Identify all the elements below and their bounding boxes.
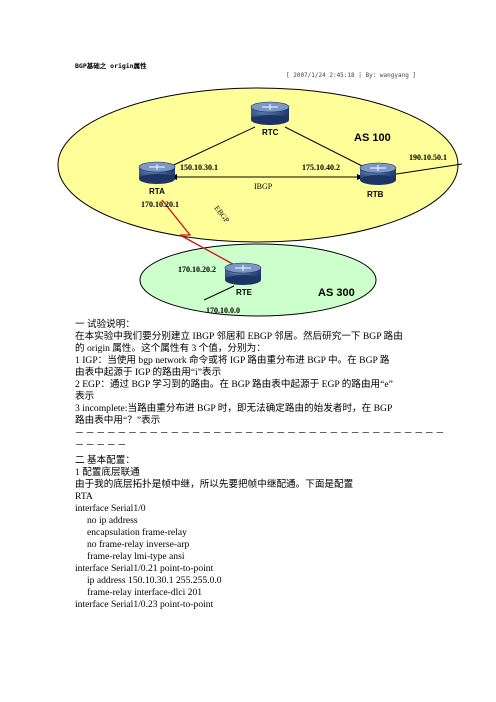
config-line: interface Serial1/0.23 point-to-point (75, 599, 214, 610)
ip-rta-top: 150.10.30.1 (180, 163, 218, 172)
as100-label: AS 100 (354, 132, 391, 144)
config-line: interface Serial1/0 (75, 503, 146, 514)
router-rtc-icon (250, 101, 290, 125)
link-rtc-rtb (284, 126, 371, 171)
post-meta: [ 2007/1/24 2:45:18 | By: wangyang ] (286, 72, 417, 79)
ip-rte-top: 170.10.20.2 (178, 265, 216, 274)
origin-incomplete-line-2: 路由表中用“？”表示 (75, 415, 161, 426)
as300-label: AS 300 (318, 287, 355, 299)
config-line: no ip address (87, 515, 138, 526)
origin-egp-line-2: 表示 (75, 391, 95, 402)
origin-igp-line-1: 1 IGP：当使用 bgp network 命令或将 IGP 路由重分布进 BG… (75, 355, 390, 366)
ebgp-serial-link (161, 199, 241, 269)
config-line: frame-relay interface-dlci 201 (87, 587, 203, 598)
config-line: interface Serial1/0.21 point-to-point (75, 563, 214, 574)
intro-line-1: 在本实验中我们要分别建立 IBGP 邻居和 EBGP 邻居。然后研究一下 BGP… (75, 331, 403, 342)
document-title: BGP基础之 origin属性 (75, 62, 147, 70)
ip-rte-bottom: 170.10.0.0 (206, 306, 240, 315)
router-rte-label: RTE (236, 288, 253, 297)
ip-rta-left: 170.10.20.1 (141, 200, 179, 209)
section2-heading: 二 基本配置： (75, 455, 135, 466)
config-line: frame-relay lmi-type ansi (87, 551, 185, 562)
router-rtb-label: RTB (367, 190, 384, 199)
link-rte-network (203, 285, 235, 301)
origin-igp-line-2: 由表中起源于 IGP 的路由用“i”表示 (75, 367, 222, 378)
router-rtb-icon (359, 162, 397, 185)
link-rtb-right (389, 163, 463, 176)
ip-rtb-top: 175.10.40.2 (302, 163, 340, 172)
router-rta-label: RTA (149, 187, 165, 196)
router-rte-icon (224, 262, 262, 285)
network-topology-diagram: AS 100 AS 300 RTC RTA RTB RTE 150.10.30.… (57, 87, 463, 317)
section2-description: 由于我的底层拓扑是帧中继，所以先要把帧中继配通。下面是配置 (75, 479, 354, 490)
ibgp-label: IBGP (254, 182, 273, 191)
router-rta-icon (138, 161, 176, 184)
intro-line-2: 的 origin 属性。这个属性有 3 个值，分别为： (75, 343, 266, 354)
divider-line-2: －－－－－ (75, 440, 129, 450)
config-line: no frame-relay inverse-arp (87, 539, 190, 550)
section2-subheading: 1 配置底层联通 (75, 467, 140, 478)
config-line: encapsulation frame-relay (87, 527, 187, 538)
rta-config-label: RTA (75, 491, 93, 502)
link-rtc-rta (162, 126, 256, 171)
origin-incomplete-line-1: 3 incomplete:当路由重分布进 BGP 时，即无法确定路由的始发者时，… (75, 403, 393, 414)
origin-egp-line-1: 2 EGP：通过 BGP 学习到的路由。在 BGP 路由表中起源于 EGP 的路… (75, 379, 393, 390)
divider-line-1: －－－－－－－－－－－－－－－－－－－－－－－－－－－－－－－－－－－ (75, 428, 447, 438)
router-rtc-label: RTC (262, 128, 279, 137)
section1-heading: 一 试验说明： (75, 319, 135, 330)
config-line: ip address 150.10.30.1 255.255.0.0 (87, 575, 222, 586)
ip-rtb-right: 190.10.50.1 (409, 153, 447, 162)
